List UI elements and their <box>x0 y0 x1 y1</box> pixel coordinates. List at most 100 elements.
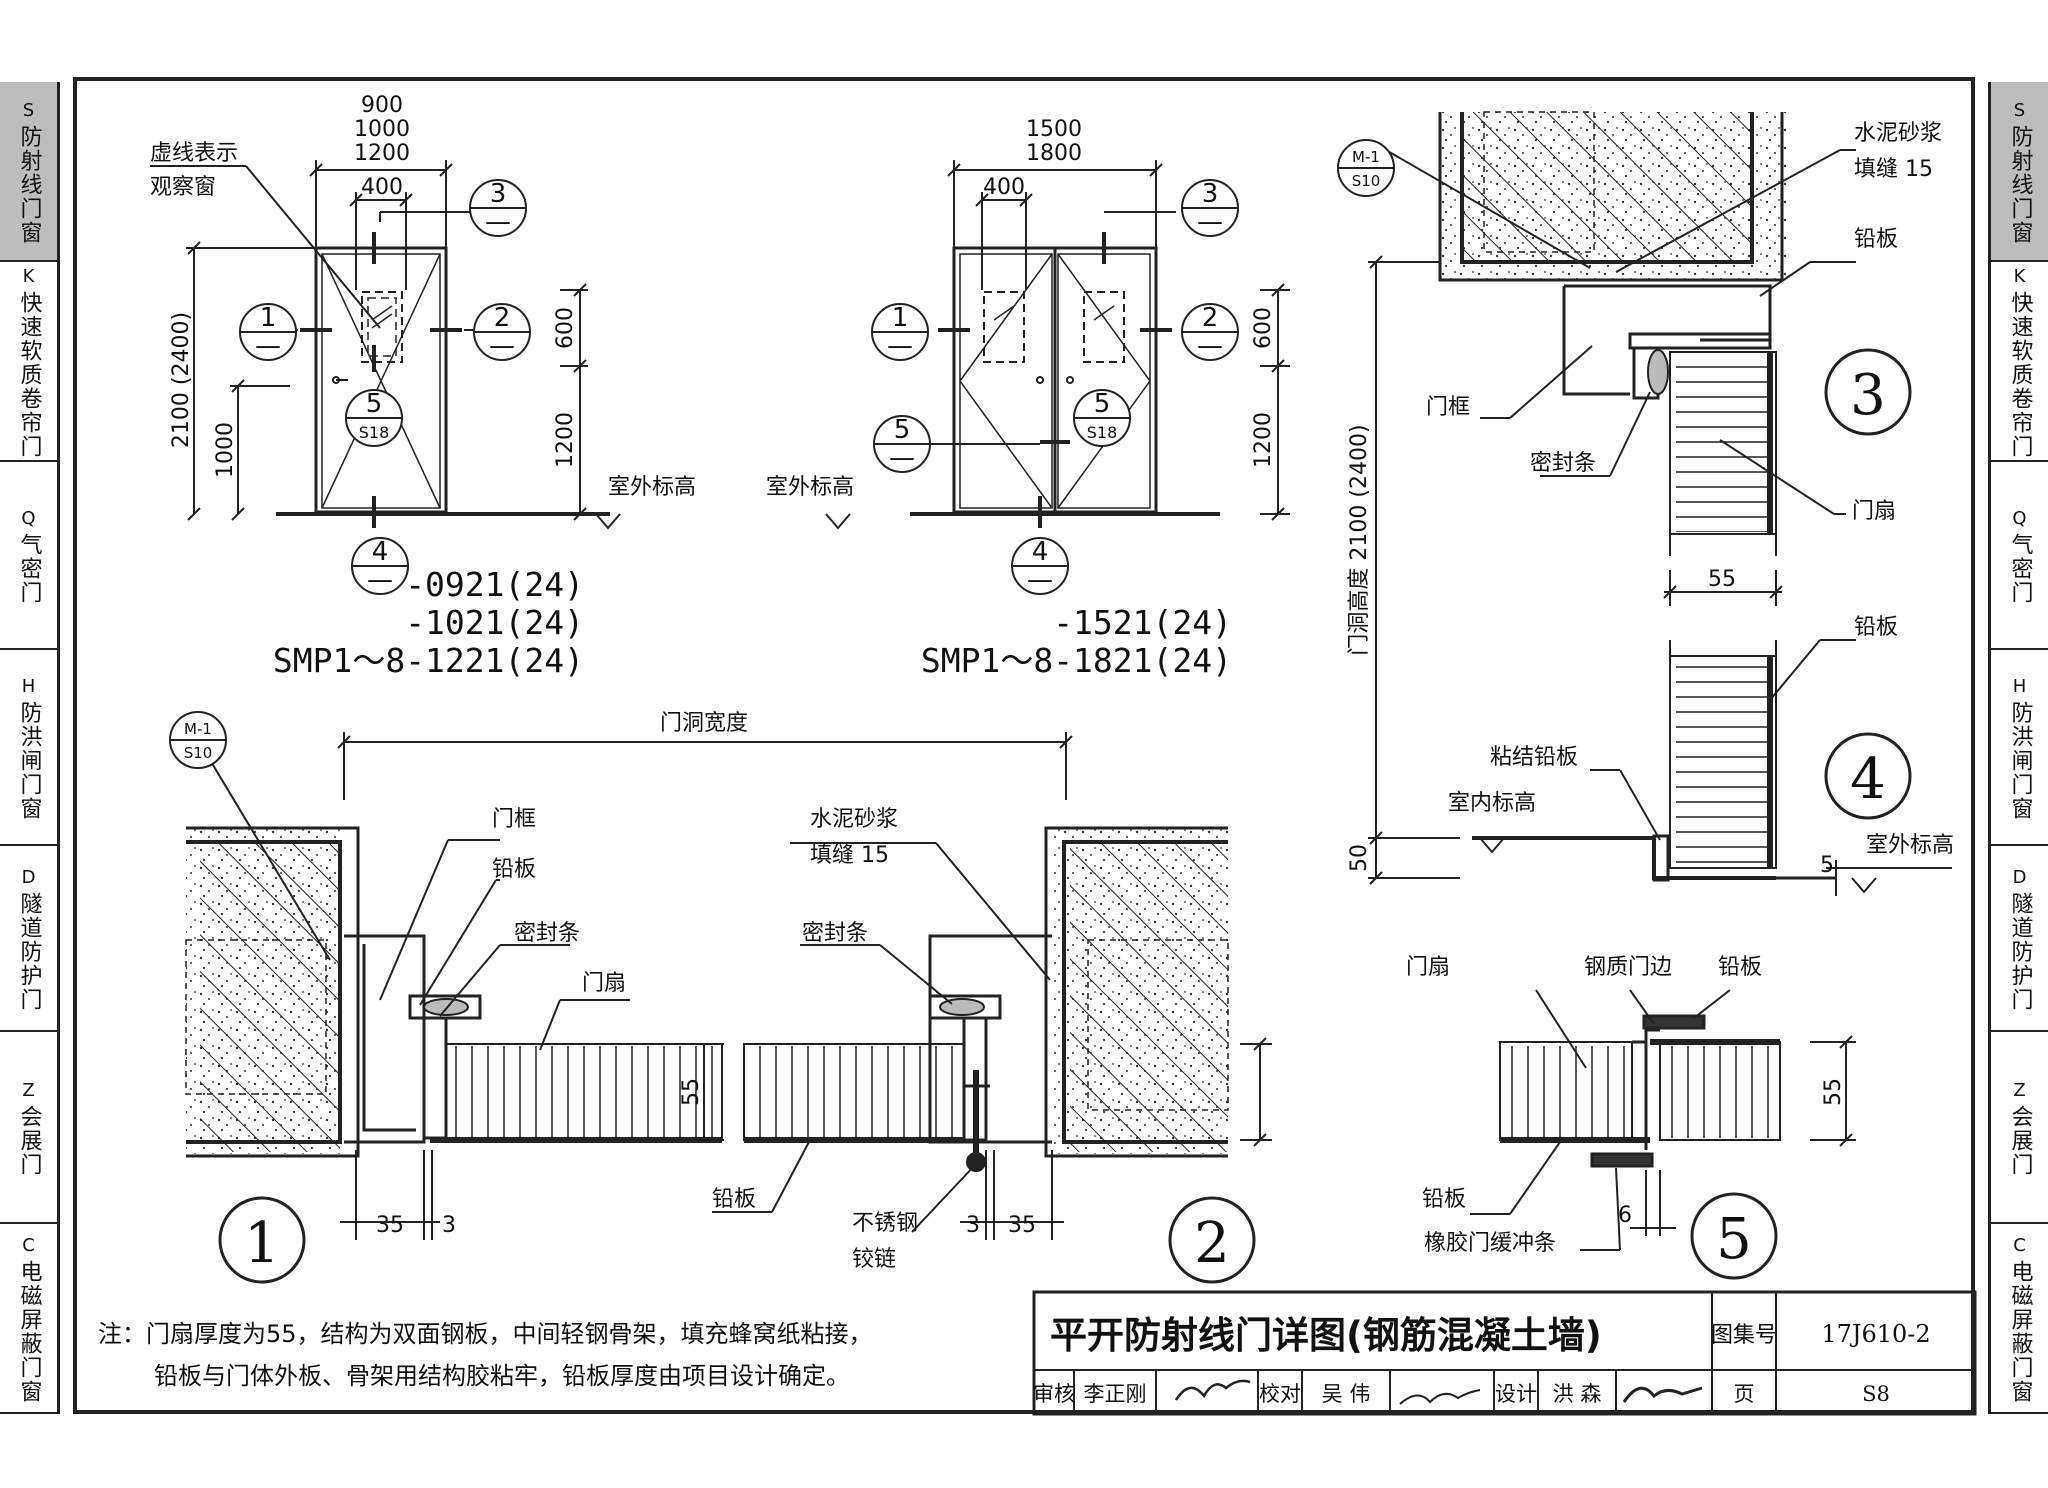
label-lead-5: 铅板 <box>1718 955 1762 980</box>
plan-section-1-2 <box>185 732 1272 1240</box>
right-side-tab-h[interactable]: H 防洪闸门窗 <box>1988 650 2048 846</box>
dim-window-height: 600 <box>553 307 578 349</box>
check-label: 校对 <box>1259 1382 1301 1406</box>
dim-width-1500: 1500 <box>1026 117 1082 142</box>
right-side-tab-q[interactable]: Q 气密门 <box>1988 462 2048 650</box>
callout-dash: — <box>1027 565 1053 595</box>
label-hinge: 不锈钢 <box>852 1211 918 1236</box>
section-label-5: 5 <box>1716 1207 1752 1272</box>
callout-3: 3 <box>490 179 507 209</box>
section-label-4: 4 <box>1850 747 1886 812</box>
label-mortar: 水泥砂浆 <box>810 807 898 832</box>
callout-1b: 1 <box>892 303 909 333</box>
section-label-1: 1 <box>244 1211 280 1276</box>
label-seal-2: 密封条 <box>802 921 868 946</box>
callout-4b: 4 <box>1032 537 1049 567</box>
side-tab-label: 防射线门窗 <box>2007 125 2033 245</box>
review-label: 审核 <box>1033 1382 1075 1406</box>
dim-thick-34: 55 <box>1708 567 1736 592</box>
side-tab-letter: Q <box>21 508 36 529</box>
dim-50: 50 <box>1347 844 1372 872</box>
label-mortar2: 填缝 15 <box>810 843 889 868</box>
dim-width-1200: 1200 <box>354 141 410 166</box>
side-tab-letter: C <box>22 1235 35 1256</box>
section-label-2: 2 <box>1194 1211 1230 1276</box>
label-seal-34: 密封条 <box>1530 451 1596 476</box>
m1-top: M-1 <box>1352 148 1380 166</box>
label-leaf-5: 门扇 <box>1406 955 1450 980</box>
callout-2: 2 <box>494 303 511 333</box>
ground-label: 室外标高 <box>608 475 696 500</box>
dim-3b: 3 <box>966 1213 980 1238</box>
callout-5b: 5 <box>1094 389 1111 419</box>
atlas-number: 17J610-2 <box>1821 1320 1930 1348</box>
label-lead2-5: 铅板 <box>1422 1187 1466 1212</box>
label-lead: 铅板 <box>492 857 536 882</box>
dim-opening-height: 门洞高度 2100 (2400) <box>1347 424 1372 655</box>
label-lead2-34: 铅板 <box>1854 615 1898 640</box>
drawing-title: 平开防射线门详图(钢筋混凝土墙) <box>1050 1314 1602 1357</box>
right-side-tab-c[interactable]: C 电磁屏蔽门窗 <box>1988 1224 2048 1414</box>
callout-dash: — <box>489 331 515 361</box>
design-label: 设计 <box>1495 1382 1537 1406</box>
callout-5: 5 <box>366 389 383 419</box>
label-mortar2-34: 填缝 15 <box>1854 157 1933 182</box>
side-tab-letter: K <box>2013 266 2026 287</box>
side-tab-letter: S <box>22 100 35 121</box>
callout-4: 4 <box>372 537 389 567</box>
side-tab-letter: D <box>21 867 36 888</box>
callout-dash: — <box>1197 207 1223 237</box>
callout-dash: — <box>1197 331 1223 361</box>
callout-ref-sheet-2: S18 <box>1087 423 1118 442</box>
reviewer-name: 李正刚 <box>1084 1382 1147 1406</box>
label-indoor: 室内标高 <box>1448 791 1536 816</box>
side-tab-label: 会展门 <box>16 1105 42 1177</box>
label-frame: 门框 <box>492 807 536 832</box>
callout-dash: — <box>485 207 511 237</box>
callout-3b: 3 <box>1202 179 1219 209</box>
label-leaf: 门扇 <box>582 971 626 996</box>
side-tab-label: 会展门 <box>2007 1105 2033 1177</box>
m1-bottom: S10 <box>1352 172 1381 190</box>
section-label-circles <box>218 348 1912 1284</box>
callout-dash: — <box>889 443 915 473</box>
callout-ref-sheet: S18 <box>359 423 390 442</box>
side-tab-label: 气密门 <box>16 533 42 605</box>
dim-5: 5 <box>1820 853 1834 878</box>
callout-dash: — <box>255 331 281 361</box>
dim-width-1000: 1000 <box>354 117 410 142</box>
model-0921: -0921(24) <box>405 565 584 604</box>
dim-height: 2100 (2400) <box>169 312 194 448</box>
dim-width-1800: 1800 <box>1026 141 1082 166</box>
drawing-border <box>73 77 1975 1414</box>
label-opening-width: 门洞宽度 <box>660 711 748 736</box>
side-tab-label: 防洪闸门窗 <box>2007 701 2033 821</box>
ground-label-2: 室外标高 <box>766 475 854 500</box>
side-tab-label: 隧道防护门 <box>2007 892 2033 1012</box>
dim-35a: 35 <box>376 1213 404 1238</box>
side-tab-letter: Q <box>2012 508 2027 529</box>
atlas-label: 图集号 <box>1711 1323 1777 1348</box>
side-tab-letter: C <box>2013 1235 2026 1256</box>
designer-name: 洪 森 <box>1553 1382 1602 1406</box>
side-tab-label: 电磁屏蔽门窗 <box>2007 1260 2033 1404</box>
side-tab-letter: H <box>2012 676 2027 697</box>
note-window: 观察窗 <box>150 175 216 200</box>
side-tab-label: 气密门 <box>2007 533 2033 605</box>
m1-bottom-2: S10 <box>184 744 213 762</box>
label-lead-2: 铅板 <box>712 1187 756 1212</box>
callout-2b: 2 <box>1202 303 1219 333</box>
dim-3a: 3 <box>442 1213 456 1238</box>
left-side-tab-q[interactable]: Q 气密门 <box>0 462 60 650</box>
